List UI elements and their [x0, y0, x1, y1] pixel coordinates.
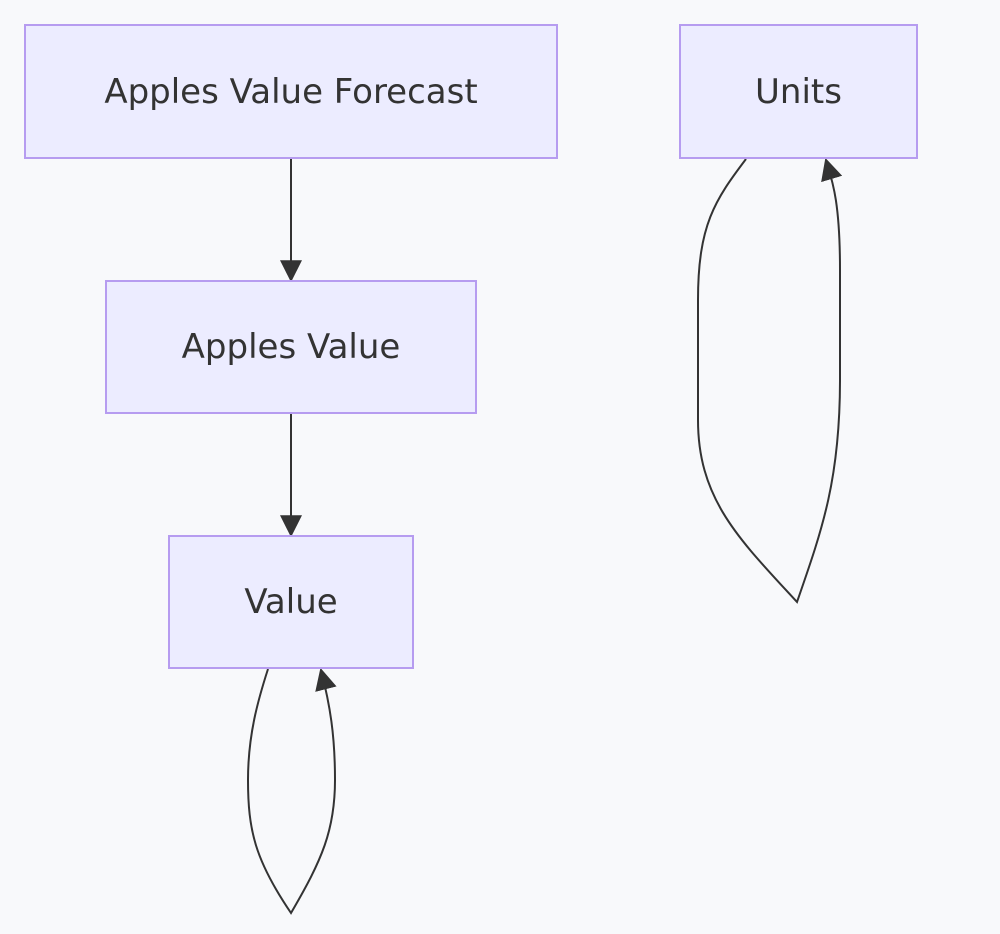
node-value[interactable]: Value	[168, 535, 414, 669]
edge-value-self-loop	[246, 667, 337, 915]
node-label: Value	[244, 582, 338, 622]
node-units[interactable]: Units	[679, 24, 918, 159]
node-apples-value[interactable]: Apples Value	[105, 280, 477, 414]
node-apples-value-forecast[interactable]: Apples Value Forecast	[24, 24, 558, 159]
node-label: Units	[755, 71, 842, 112]
node-label: Apples Value	[181, 327, 401, 367]
edge-units-self-loop	[697, 157, 843, 604]
node-label: Apples Value Forecast	[104, 71, 478, 112]
